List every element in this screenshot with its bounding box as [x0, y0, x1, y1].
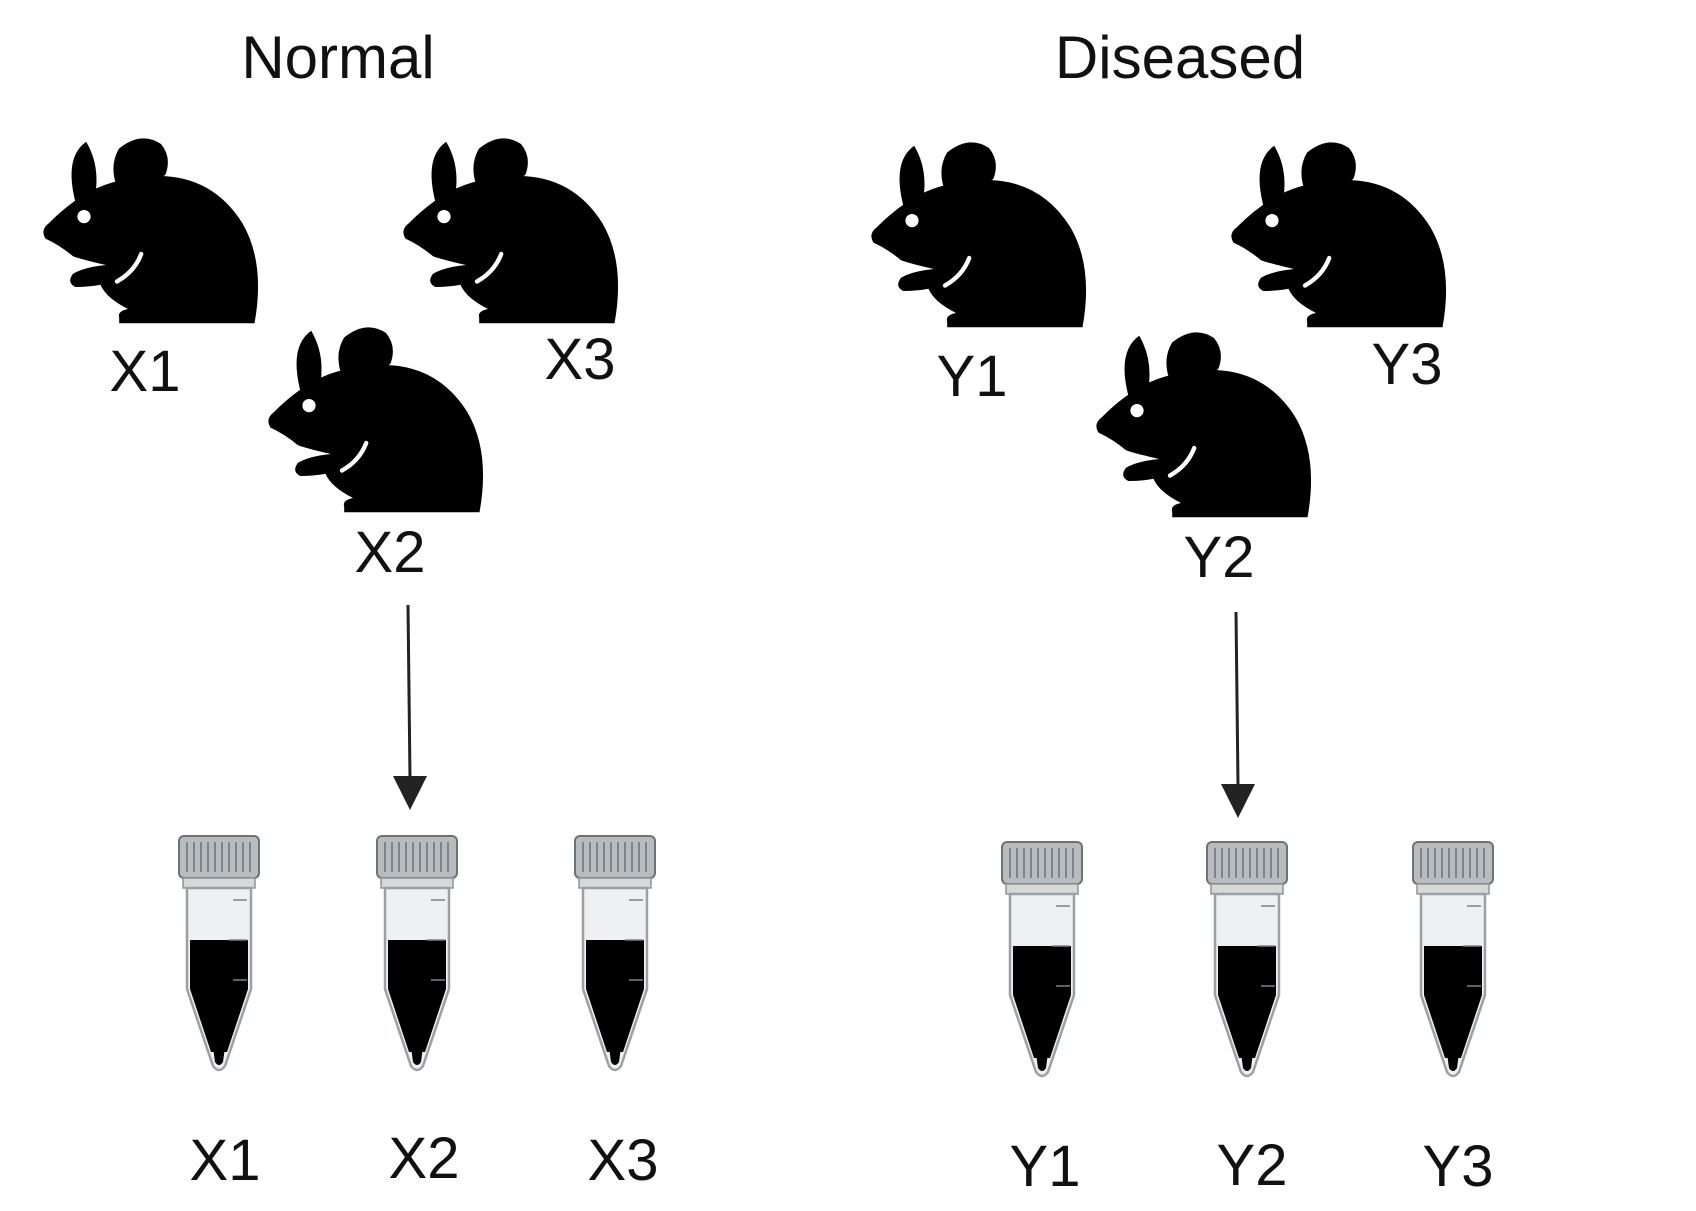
mouse-icon	[1231, 142, 1567, 327]
mouse-icon	[43, 138, 379, 323]
tube-label-x3: X3	[588, 1128, 659, 1193]
centrifuge-tube-icon	[177, 834, 261, 1072]
down-arrow	[393, 604, 427, 810]
centrifuge-tube-icon	[1411, 840, 1495, 1078]
tube-label-y1: Y1	[1010, 1134, 1081, 1199]
mouse-label-x2: X2	[355, 520, 426, 585]
centrifuge-tube-icon	[1205, 840, 1289, 1078]
mouse-label-y1: Y1	[937, 344, 1008, 409]
mouse-icon	[871, 142, 1207, 327]
normal-group-title: Normal	[241, 24, 434, 91]
mouse-label-x1: X1	[110, 339, 181, 404]
mouse-label-x3: X3	[545, 327, 616, 392]
down-arrow	[1221, 611, 1255, 818]
tube-label-y3: Y3	[1423, 1134, 1494, 1199]
centrifuge-tube-icon	[375, 834, 459, 1072]
mouse-label-y2: Y2	[1184, 525, 1255, 590]
centrifuge-tube-icon	[1000, 840, 1084, 1078]
mouse-icon	[403, 138, 739, 323]
tube-label-x2: X2	[389, 1126, 460, 1191]
mouse-label-y3: Y3	[1372, 332, 1443, 397]
tube-label-y2: Y2	[1217, 1133, 1288, 1198]
diseased-group-title: Diseased	[1055, 24, 1305, 91]
tube-label-x1: X1	[190, 1128, 261, 1193]
centrifuge-tube-icon	[573, 834, 657, 1072]
